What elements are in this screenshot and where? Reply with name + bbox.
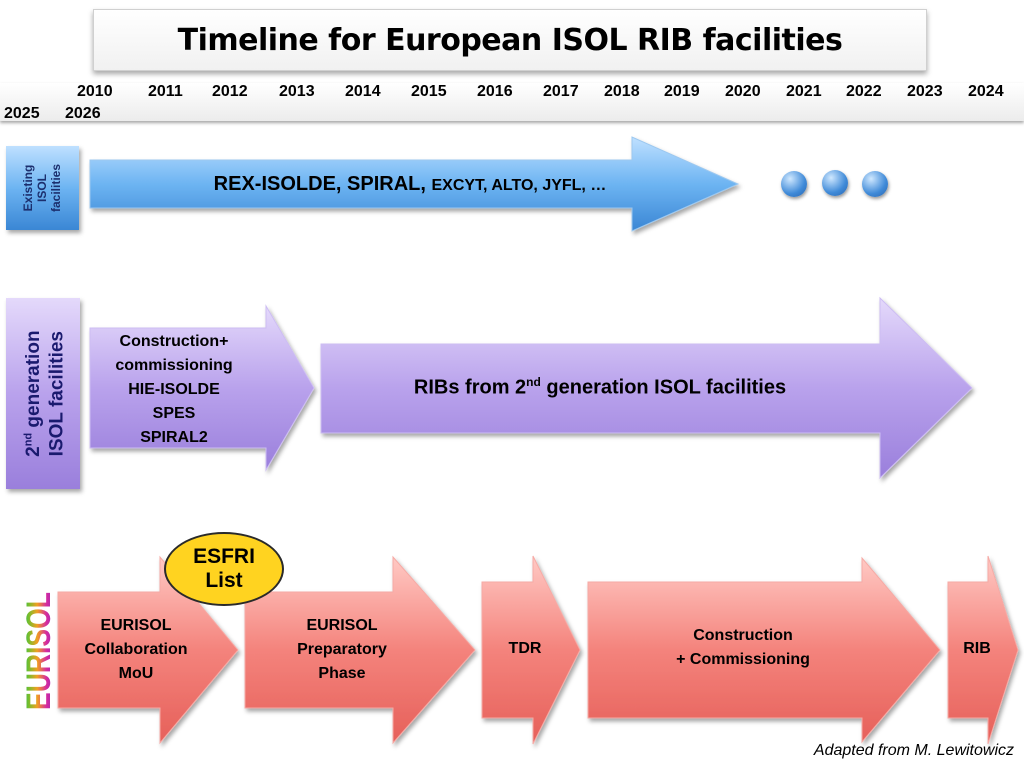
step-line: RIB: [963, 640, 991, 657]
second-gen-label-word: generation: [22, 330, 44, 433]
step-rib-text: RIB: [952, 637, 1002, 661]
step-tdr-text: TDR: [490, 637, 560, 661]
second-gen-label: 2nd generation ISOL facilities: [6, 298, 80, 489]
second-gen-label-box: [6, 298, 80, 489]
ribs-text-pre: RIBs from 2: [413, 376, 527, 399]
existing-main-facilities: REX-ISOLDE, SPIRAL,: [213, 173, 426, 195]
year-label: 2022: [846, 83, 882, 100]
year-band: 2010 2011 2012 2013 2014 2015 2016 2017 …: [0, 83, 1024, 122]
step-line: Phase: [318, 665, 366, 682]
existing-label-box: [6, 146, 79, 230]
esfri-line: ESFRI: [193, 545, 255, 568]
year-label: 2013: [279, 83, 315, 100]
ribs-arrow: [320, 296, 973, 480]
construction-line: Construction+: [119, 333, 229, 350]
construction-line: SPIRAL2: [140, 429, 208, 446]
existing-label-line: Existing: [21, 164, 36, 212]
svg-text:EURISOL: EURISOL: [20, 592, 58, 710]
title-box: Timeline for European ISOL RIB facilitie…: [93, 9, 927, 71]
year-label: 2021: [786, 83, 822, 100]
year-label: 2010: [77, 83, 113, 100]
step-line: TDR: [508, 640, 542, 657]
source-credit: Adapted from M. Lewitowicz: [813, 742, 1014, 759]
step-arrow-mou: [57, 555, 239, 745]
continuation-dot: [862, 171, 888, 197]
year-label: 2017: [543, 83, 579, 100]
continuation-dot: [822, 170, 848, 196]
esfri-line: List: [205, 569, 243, 592]
step-construction-text: Construction + Commissioning: [640, 624, 846, 672]
esfri-list-badge: ESFRI List: [164, 532, 284, 606]
year-label: 2024: [968, 83, 1004, 100]
ribs-text-sup: nd: [526, 375, 541, 389]
step-arrow-rib: [947, 555, 1019, 745]
year-label: 2014: [345, 83, 381, 100]
step-line: Preparatory: [297, 641, 387, 658]
continuation-dot: [781, 171, 807, 197]
step-line: Collaboration: [84, 641, 188, 658]
construction-line: HIE-ISOLDE: [128, 381, 220, 398]
step-arrow-tdr: [481, 555, 581, 745]
year-label: 2015: [411, 83, 447, 100]
year-label: 2019: [664, 83, 700, 100]
existing-label: Existing ISOL facilities: [6, 146, 79, 230]
page-title: Timeline for European ISOL RIB facilitie…: [177, 22, 843, 58]
year-label: 2023: [907, 83, 943, 100]
construction-line: SPES: [152, 405, 196, 422]
existing-label-line: facilities: [49, 163, 64, 213]
second-gen-label-sup: nd: [22, 432, 35, 447]
step-arrow-construction: [587, 556, 941, 744]
step-preparatory-text: EURISOL Preparatory Phase: [272, 614, 412, 686]
step-mou-text: EURISOL Collaboration MoU: [66, 614, 206, 686]
existing-arrow: [89, 136, 740, 232]
existing-arrow-text: REX-ISOLDE, SPIRAL, EXCYT, ALTO, JYFL, …: [120, 173, 700, 196]
ribs-text: RIBs from 2nd generation ISOL facilities: [340, 375, 860, 400]
existing-other-facilities: EXCYT, ALTO, JYFL, …: [431, 177, 607, 194]
construction-text: Construction+ commissioning HIE-ISOLDE S…: [92, 330, 256, 450]
year-label: 2011: [148, 83, 183, 100]
year-label: 2018: [604, 83, 640, 100]
step-line: EURISOL: [306, 617, 378, 634]
second-gen-label-number: 2: [22, 446, 44, 457]
ribs-text-post: generation ISOL facilities: [540, 376, 787, 399]
year-label: 2020: [725, 83, 761, 100]
step-arrow-preparatory: [244, 555, 476, 745]
existing-label-line: ISOL: [35, 174, 50, 203]
year-label: 2016: [477, 83, 513, 100]
step-line: EURISOL: [100, 617, 172, 634]
step-line: + Commissioning: [676, 651, 810, 668]
step-line: Construction: [693, 627, 793, 644]
eurisol-logo: EURISOL: [20, 592, 58, 710]
construction-line: commissioning: [115, 357, 233, 374]
step-line: MoU: [118, 665, 154, 682]
second-gen-label-line2: ISOL facilities: [46, 330, 68, 457]
year-label: 2026: [65, 105, 101, 122]
construction-arrow: [89, 304, 315, 472]
year-label: 2012: [212, 83, 248, 100]
year-label: 2025: [4, 105, 40, 122]
